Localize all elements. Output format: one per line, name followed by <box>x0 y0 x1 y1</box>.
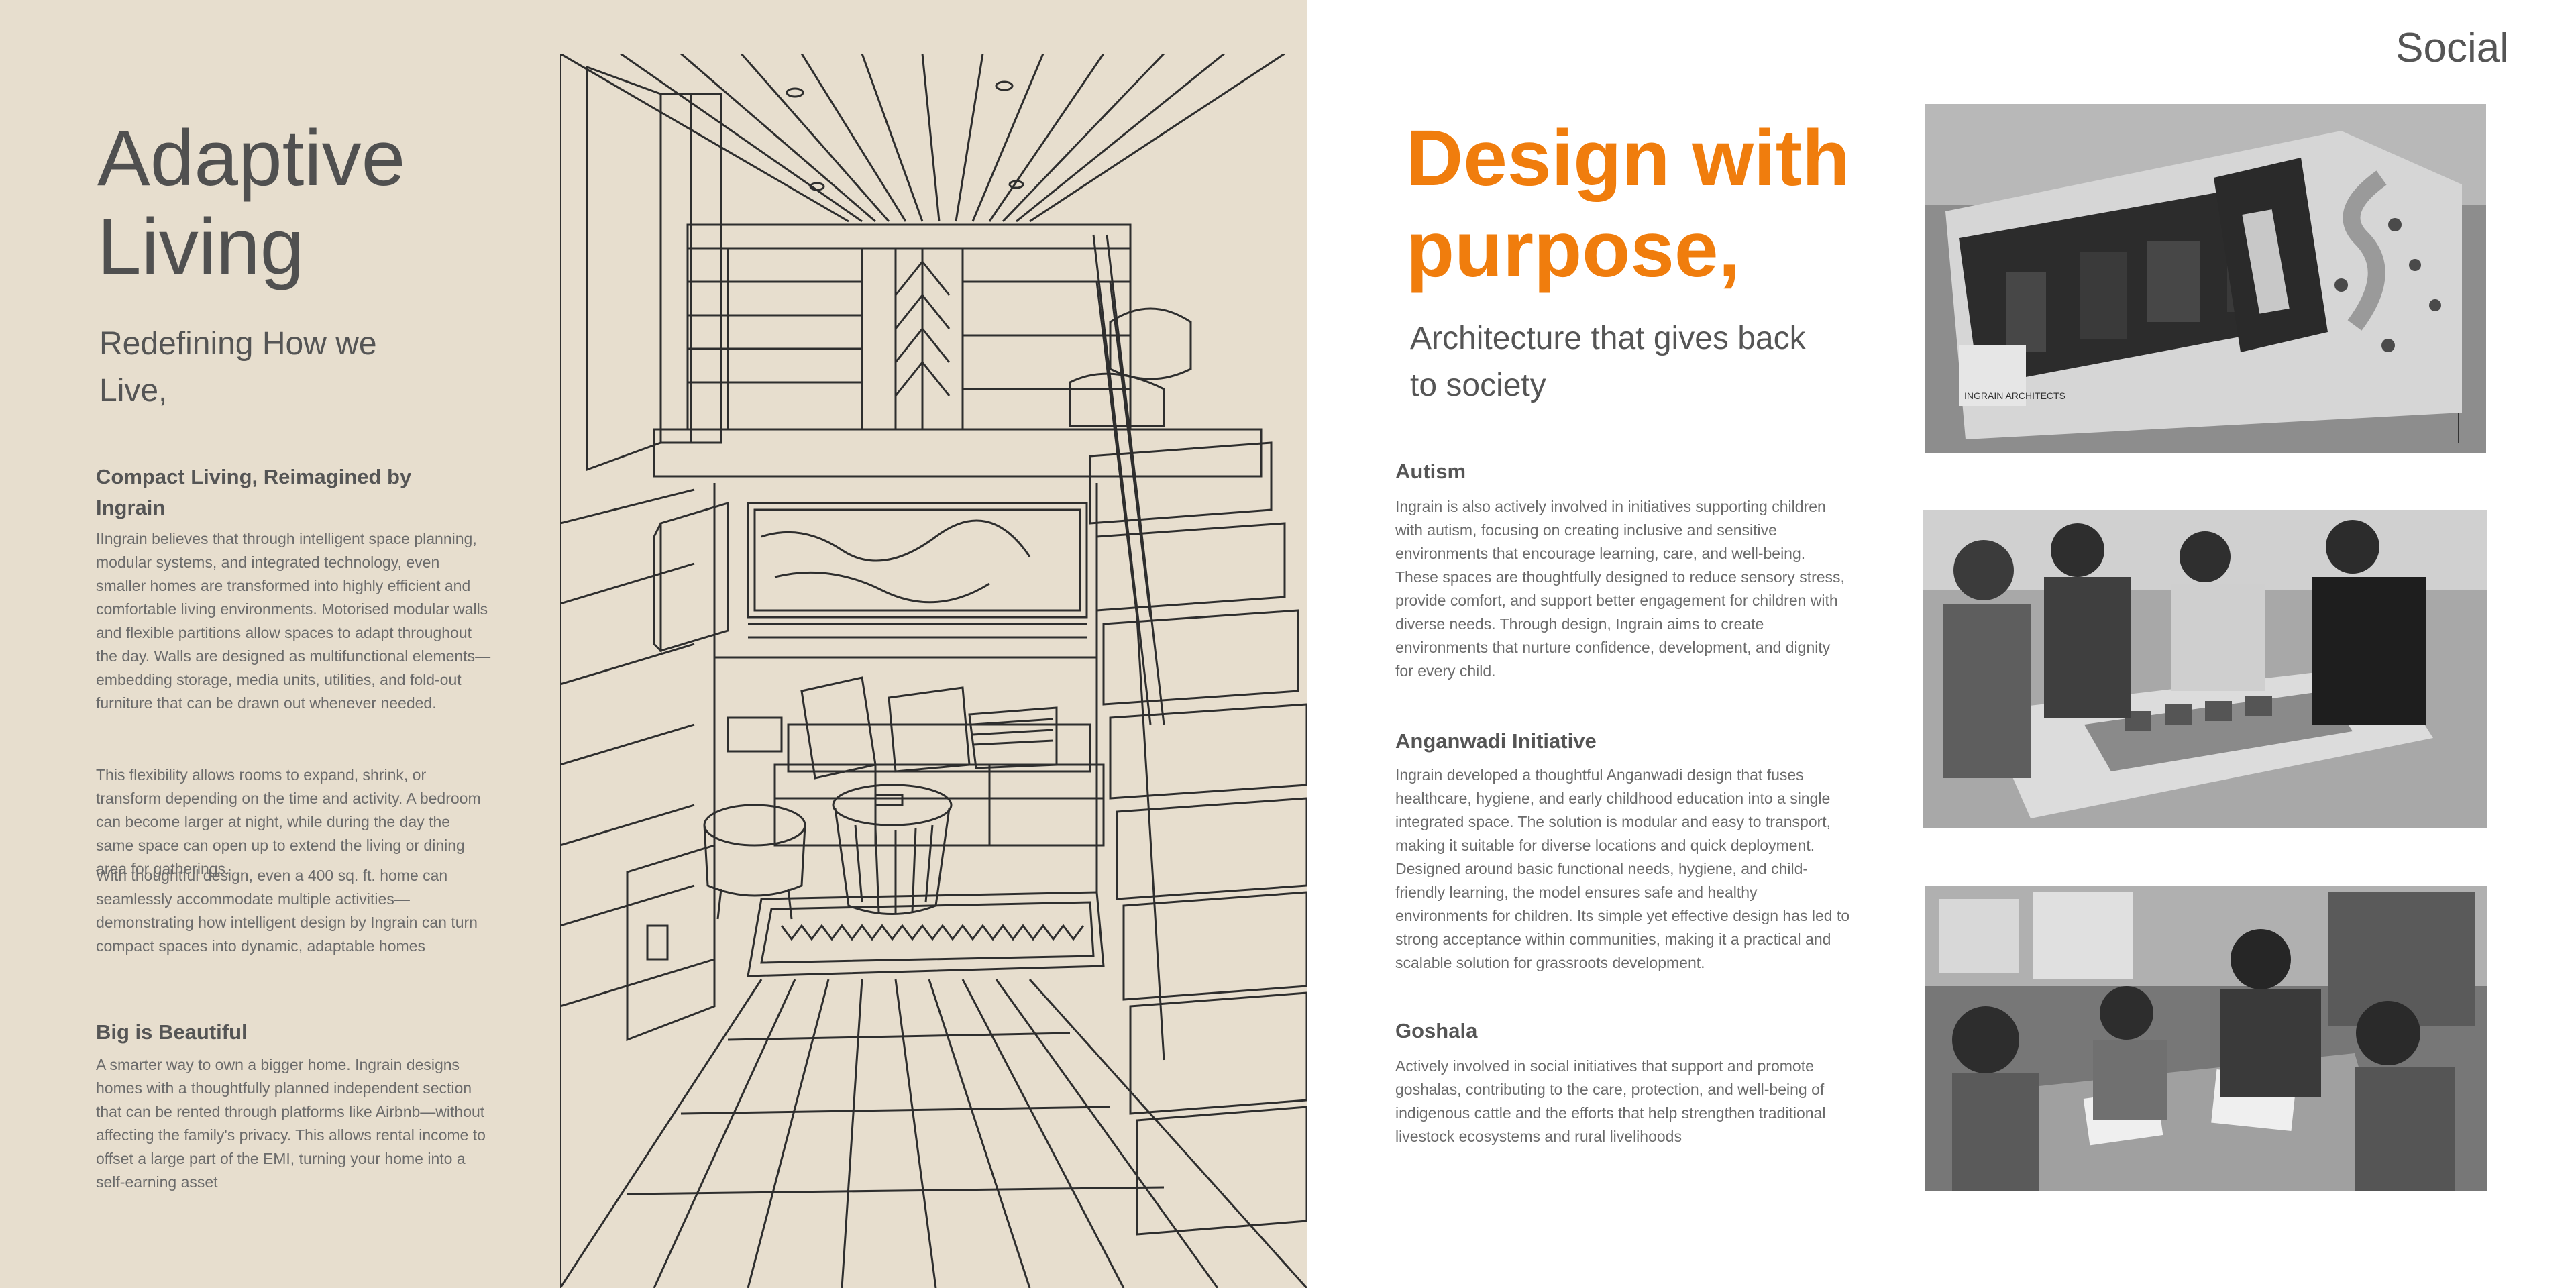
right-subtitle: Architecture that gives back to society <box>1410 321 1806 403</box>
compact-interior-sketch <box>560 54 1307 1288</box>
architecture-model-photo: INGRAIN ARCHITECTS <box>1925 104 2486 453</box>
autism-heading: Autism <box>1395 460 1466 483</box>
compact-living-paragraph-2: This flexibility allows rooms to expand,… <box>96 766 481 877</box>
goshala-paragraph: Actively involved in social initiatives … <box>1395 1057 1826 1145</box>
big-is-beautiful-heading: Big is Beautiful <box>96 1020 248 1044</box>
section-label: Social <box>2396 25 2509 71</box>
left-subtitle: Redefining How we Live, <box>99 326 377 409</box>
compact-living-paragraph-1: IIngrain believes that through intellige… <box>96 530 491 712</box>
compact-living-paragraph-3: With thoughtful design, even a 400 sq. f… <box>96 867 478 955</box>
right-title: Design with purpose, <box>1406 114 1851 294</box>
goshala-heading: Goshala <box>1395 1019 1478 1042</box>
anganwadi-paragraph: Ingrain developed a thoughtful Anganwadi… <box>1395 766 1850 971</box>
right-page: Social Design with purpose, Architecture… <box>1307 0 2576 1288</box>
autism-paragraph: Ingrain is also actively involved in ini… <box>1395 498 1845 680</box>
anganwadi-heading: Anganwadi Initiative <box>1395 729 1597 753</box>
workshop-photo <box>1923 510 2487 828</box>
model-label-text: INGRAIN ARCHITECTS <box>1964 390 2065 401</box>
big-is-beautiful-paragraph: A smarter way to own a bigger home. Ingr… <box>96 1056 486 1191</box>
compact-living-heading: Compact Living, Reimagined by Ingrain <box>96 465 412 519</box>
left-page: Adaptive Living Redefining How we Live, … <box>0 0 1307 1288</box>
classroom-photo <box>1925 885 2487 1191</box>
left-title: Adaptive Living <box>97 114 406 291</box>
